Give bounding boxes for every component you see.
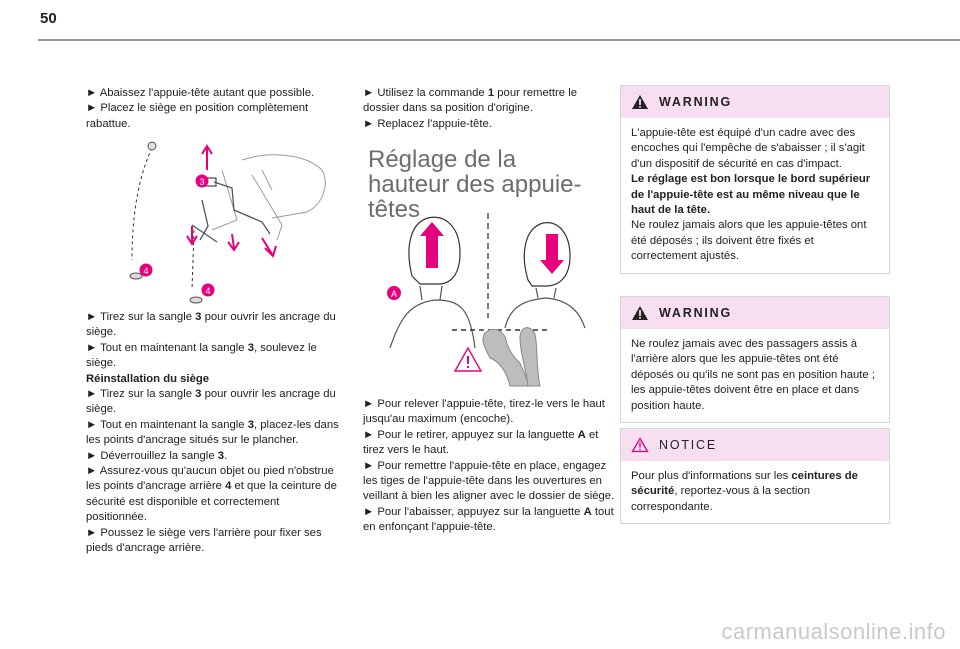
warning-box: WARNING Ne roulez jamais avec des passag…	[620, 296, 890, 424]
warning-text: L'appuie-tête est équipé d'un cadre avec…	[631, 127, 865, 170]
warning-title: WARNING	[659, 306, 733, 320]
callout-4: 4	[143, 266, 148, 276]
instruction-line: ► Abaissez l'appuie-tête autant que poss…	[86, 87, 315, 99]
warning-triangle-icon	[453, 346, 483, 372]
headrest-illustration: A	[387, 213, 586, 387]
warning-header: WARNING	[621, 86, 889, 118]
watermark: carmanualsonline.info	[721, 619, 946, 644]
seat-anchor-illustration: 3 4 4	[129, 141, 326, 304]
warning-box: WARNING L'appuie-tête est équipé d'un ca…	[620, 85, 890, 274]
warning-title: WARNING	[659, 95, 733, 109]
instruction-line: ► Tout en maintenant la sangle 3, soulev…	[86, 341, 317, 370]
instruction-line: ► Déverrouillez la sangle 3.	[86, 449, 228, 462]
notice-title: NOTICE	[659, 438, 718, 452]
instruction-line: ► Pour remettre l'appuie-tête en place, …	[363, 459, 615, 503]
instruction-line: ► Assurez-vous qu'aucun objet ou pied n'…	[86, 465, 337, 524]
header-rule	[38, 39, 960, 41]
instruction-line: ► Pour le retirer, appuyez sur la langue…	[363, 428, 599, 457]
callout-A: A	[391, 289, 397, 299]
warning-triangle-icon	[631, 437, 649, 453]
column-1-intro: ► Abaissez l'appuie-tête autant que poss…	[86, 86, 336, 132]
instruction-line: ► Tout en maintenant la sangle 3, placez…	[86, 418, 339, 447]
page-number: 50	[40, 10, 57, 27]
instruction-line: ► Pour relever l'appuie-tête, tirez-le v…	[363, 398, 605, 426]
column-2-intro: ► Utilisez la commande 1 pour remettre l…	[363, 86, 603, 132]
callout-4: 4	[205, 286, 210, 296]
instruction-line: ► Tirez sur la sangle 3 pour ouvrir les …	[86, 388, 336, 416]
instruction-line: ► Placez le siège en position complèteme…	[86, 102, 309, 130]
instruction-line: ► Pour l'abaisser, appuyez sur la langue…	[363, 505, 614, 534]
instruction-line: ► Poussez le siège vers l'arrière pour f…	[86, 526, 322, 555]
notice-header: NOTICE	[621, 429, 889, 461]
instruction-line: ► Utilisez la commande 1 pour remettre l…	[363, 87, 578, 115]
column-2-steps: ► Pour relever l'appuie-tête, tirez-le v…	[363, 397, 618, 536]
warning-text: Ne roulez jamais avec des passagers assi…	[631, 338, 875, 412]
instruction-line: ► Replacez l'appuie-tête.	[363, 117, 492, 130]
section-heading: Réglage de la hauteur des appuie-têtes	[368, 146, 582, 223]
notice-text: Pour plus d'informations sur les ceintur…	[631, 470, 858, 513]
notice-body: Pour plus d'informations sur les ceintur…	[621, 461, 889, 523]
warning-body: L'appuie-tête est équipé d'un cadre avec…	[621, 118, 889, 273]
warning-text: Le réglage est bon lorsque le bord supér…	[631, 173, 871, 217]
callout-3: 3	[199, 177, 204, 187]
notice-box: NOTICE Pour plus d'informations sur les …	[620, 428, 890, 525]
subsection-title: Réinstallation du siège	[86, 372, 210, 385]
column-1-steps: ► Tirez sur la sangle 3 pour ouvrir les …	[86, 310, 341, 557]
warning-triangle-icon	[632, 95, 648, 109]
instruction-line: ► Tirez sur la sangle 3 pour ouvrir les …	[86, 311, 336, 339]
warning-triangle-icon	[632, 306, 648, 320]
warning-text: Ne roulez jamais alors que les appuie-tê…	[631, 219, 867, 263]
warning-body: Ne roulez jamais avec des passagers assi…	[621, 329, 889, 422]
warning-header: WARNING	[621, 297, 889, 329]
